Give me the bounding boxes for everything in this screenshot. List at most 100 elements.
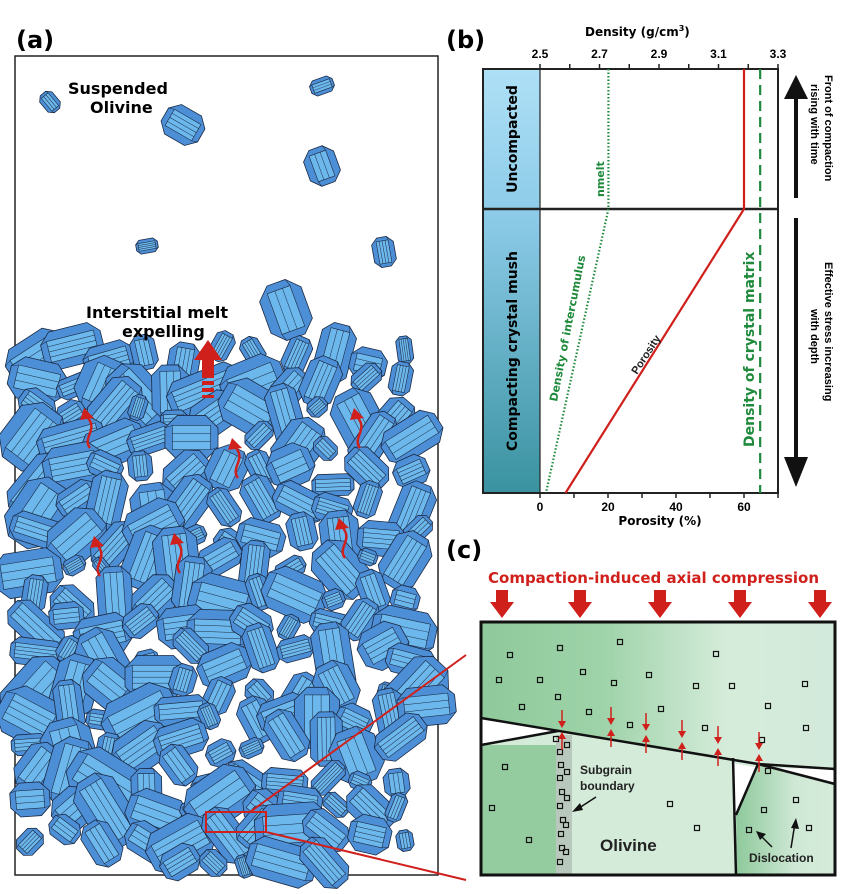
stress-label-2: with depth	[808, 308, 820, 364]
olivine-crystal	[373, 712, 428, 762]
dislocation-marker	[792, 796, 800, 804]
olivine-crystal	[62, 554, 87, 577]
interstitial-label-2: expelling	[122, 322, 205, 341]
olivine-crystal	[387, 360, 415, 397]
olivine-crystal	[299, 836, 350, 889]
olivine-crystal	[121, 603, 160, 639]
porosity-tick-label: 20	[601, 500, 615, 514]
olivine-crystal	[352, 479, 383, 519]
dislocation-marker	[802, 724, 810, 732]
dislocation-marker	[525, 836, 533, 844]
front-label-2: rising with time	[808, 84, 820, 165]
dislocation-marker	[506, 651, 514, 659]
olivine-crystal	[380, 409, 444, 465]
olivine-crystal	[377, 530, 433, 591]
olivine-crystal	[392, 453, 431, 490]
dislocation-marker	[554, 693, 562, 701]
olivine-crystal	[203, 444, 250, 494]
olivine-crystal	[321, 588, 346, 612]
grain-right	[736, 764, 835, 875]
suspended-label-1: Suspended	[68, 79, 168, 98]
crystal-field	[0, 75, 457, 889]
dislocation-marker	[563, 768, 571, 776]
dislocation-marker	[626, 721, 634, 729]
dislocation-marker	[712, 650, 720, 658]
dislocation-marker	[495, 676, 503, 684]
panel-a-label: (a)	[16, 26, 54, 54]
olivine-crystal	[306, 396, 329, 418]
olivine-crystal	[311, 473, 355, 497]
compression-arrow	[568, 590, 592, 618]
melt-flow-arrow	[350, 408, 364, 449]
stress-arrow-pair	[642, 713, 650, 753]
panel-b-label: (b)	[446, 26, 485, 54]
panel-c-frame	[479, 620, 837, 877]
olivine-crystal	[344, 446, 390, 492]
porosity-tick-label: 0	[537, 500, 544, 514]
olivine-crystal	[15, 827, 44, 856]
stress-arrow-pair	[678, 720, 686, 760]
dislocation-marker	[558, 844, 566, 852]
interstitial-label-1: Interstitial melt	[86, 303, 228, 322]
olivine-crystal	[238, 736, 265, 760]
porosity-curve-label: Porosity	[629, 332, 664, 376]
panel-c: (c) Compaction-induced axial compression…	[446, 536, 837, 877]
stress-arrow-pair	[558, 710, 566, 750]
dislocation-marker	[666, 800, 674, 808]
dislocation-marker	[692, 682, 700, 690]
density-tick-label: 3.3	[770, 47, 787, 61]
dislocations	[488, 638, 813, 866]
dislocation-marker	[764, 767, 772, 775]
olivine-crystal	[204, 738, 237, 768]
dislocation-marker	[556, 802, 564, 810]
curve-density-of-intercumulus-melt	[544, 69, 610, 494]
olivine-crystal	[309, 75, 335, 97]
dislocation-marker	[701, 724, 709, 732]
matrix-curve-label: Density of crystal matrix	[742, 252, 758, 447]
olivine-crystal	[384, 792, 409, 823]
dislocation-marker	[556, 858, 564, 866]
melt-flow-arrow	[90, 536, 104, 577]
dislocation-marker	[501, 763, 509, 771]
compression-arrow	[808, 590, 832, 618]
olivine-crystal	[371, 235, 397, 269]
olivine-crystal	[241, 622, 281, 674]
olivine-crystal	[167, 663, 198, 697]
olivine-crystal	[183, 763, 257, 832]
olivine-crystal	[48, 601, 85, 631]
dislocation-marker	[557, 830, 565, 838]
olivine-crystal	[322, 791, 350, 818]
subgrain-label-2: boundary	[580, 779, 635, 793]
density-tick-label: 3.1	[710, 47, 727, 61]
dislocation-marker	[801, 680, 809, 688]
melt-flow-arrow	[80, 408, 94, 449]
olivine-crystal	[206, 487, 243, 528]
dislocation-marker	[616, 638, 624, 646]
olivine-crystal	[9, 781, 51, 818]
olivine-crystal	[265, 442, 316, 491]
porosity-axis-title: Porosity (%)	[618, 514, 701, 528]
compression-arrow	[490, 590, 514, 618]
dislocation-marker	[563, 741, 571, 749]
dislocation-marker	[488, 804, 496, 812]
subgrain-arrow	[572, 796, 597, 812]
subgrain-label-1: Subgrain	[580, 763, 632, 777]
olivine-crystal	[80, 819, 124, 868]
olivine-crystal	[395, 829, 415, 852]
olivine-crystal	[39, 90, 61, 114]
depth-arrow-down	[784, 218, 808, 487]
olivine-crystal	[158, 743, 199, 787]
dislocation-marker	[760, 806, 768, 814]
compression-arrow	[648, 590, 672, 618]
olivine-crystal	[303, 145, 341, 187]
dislocation-marker	[562, 821, 570, 829]
porosity-tick-label: 40	[669, 500, 683, 514]
melt-flow-arrow	[170, 533, 184, 574]
olivine-crystal	[164, 415, 219, 461]
suspended-label-2: Olivine	[90, 98, 153, 117]
dislocation-marker	[556, 748, 564, 756]
panel-b: (b) Density (g/cm3) Uncompacted Compacti…	[446, 24, 834, 528]
melt-flow-arrow	[335, 518, 349, 559]
olivine-crystal	[159, 842, 201, 882]
